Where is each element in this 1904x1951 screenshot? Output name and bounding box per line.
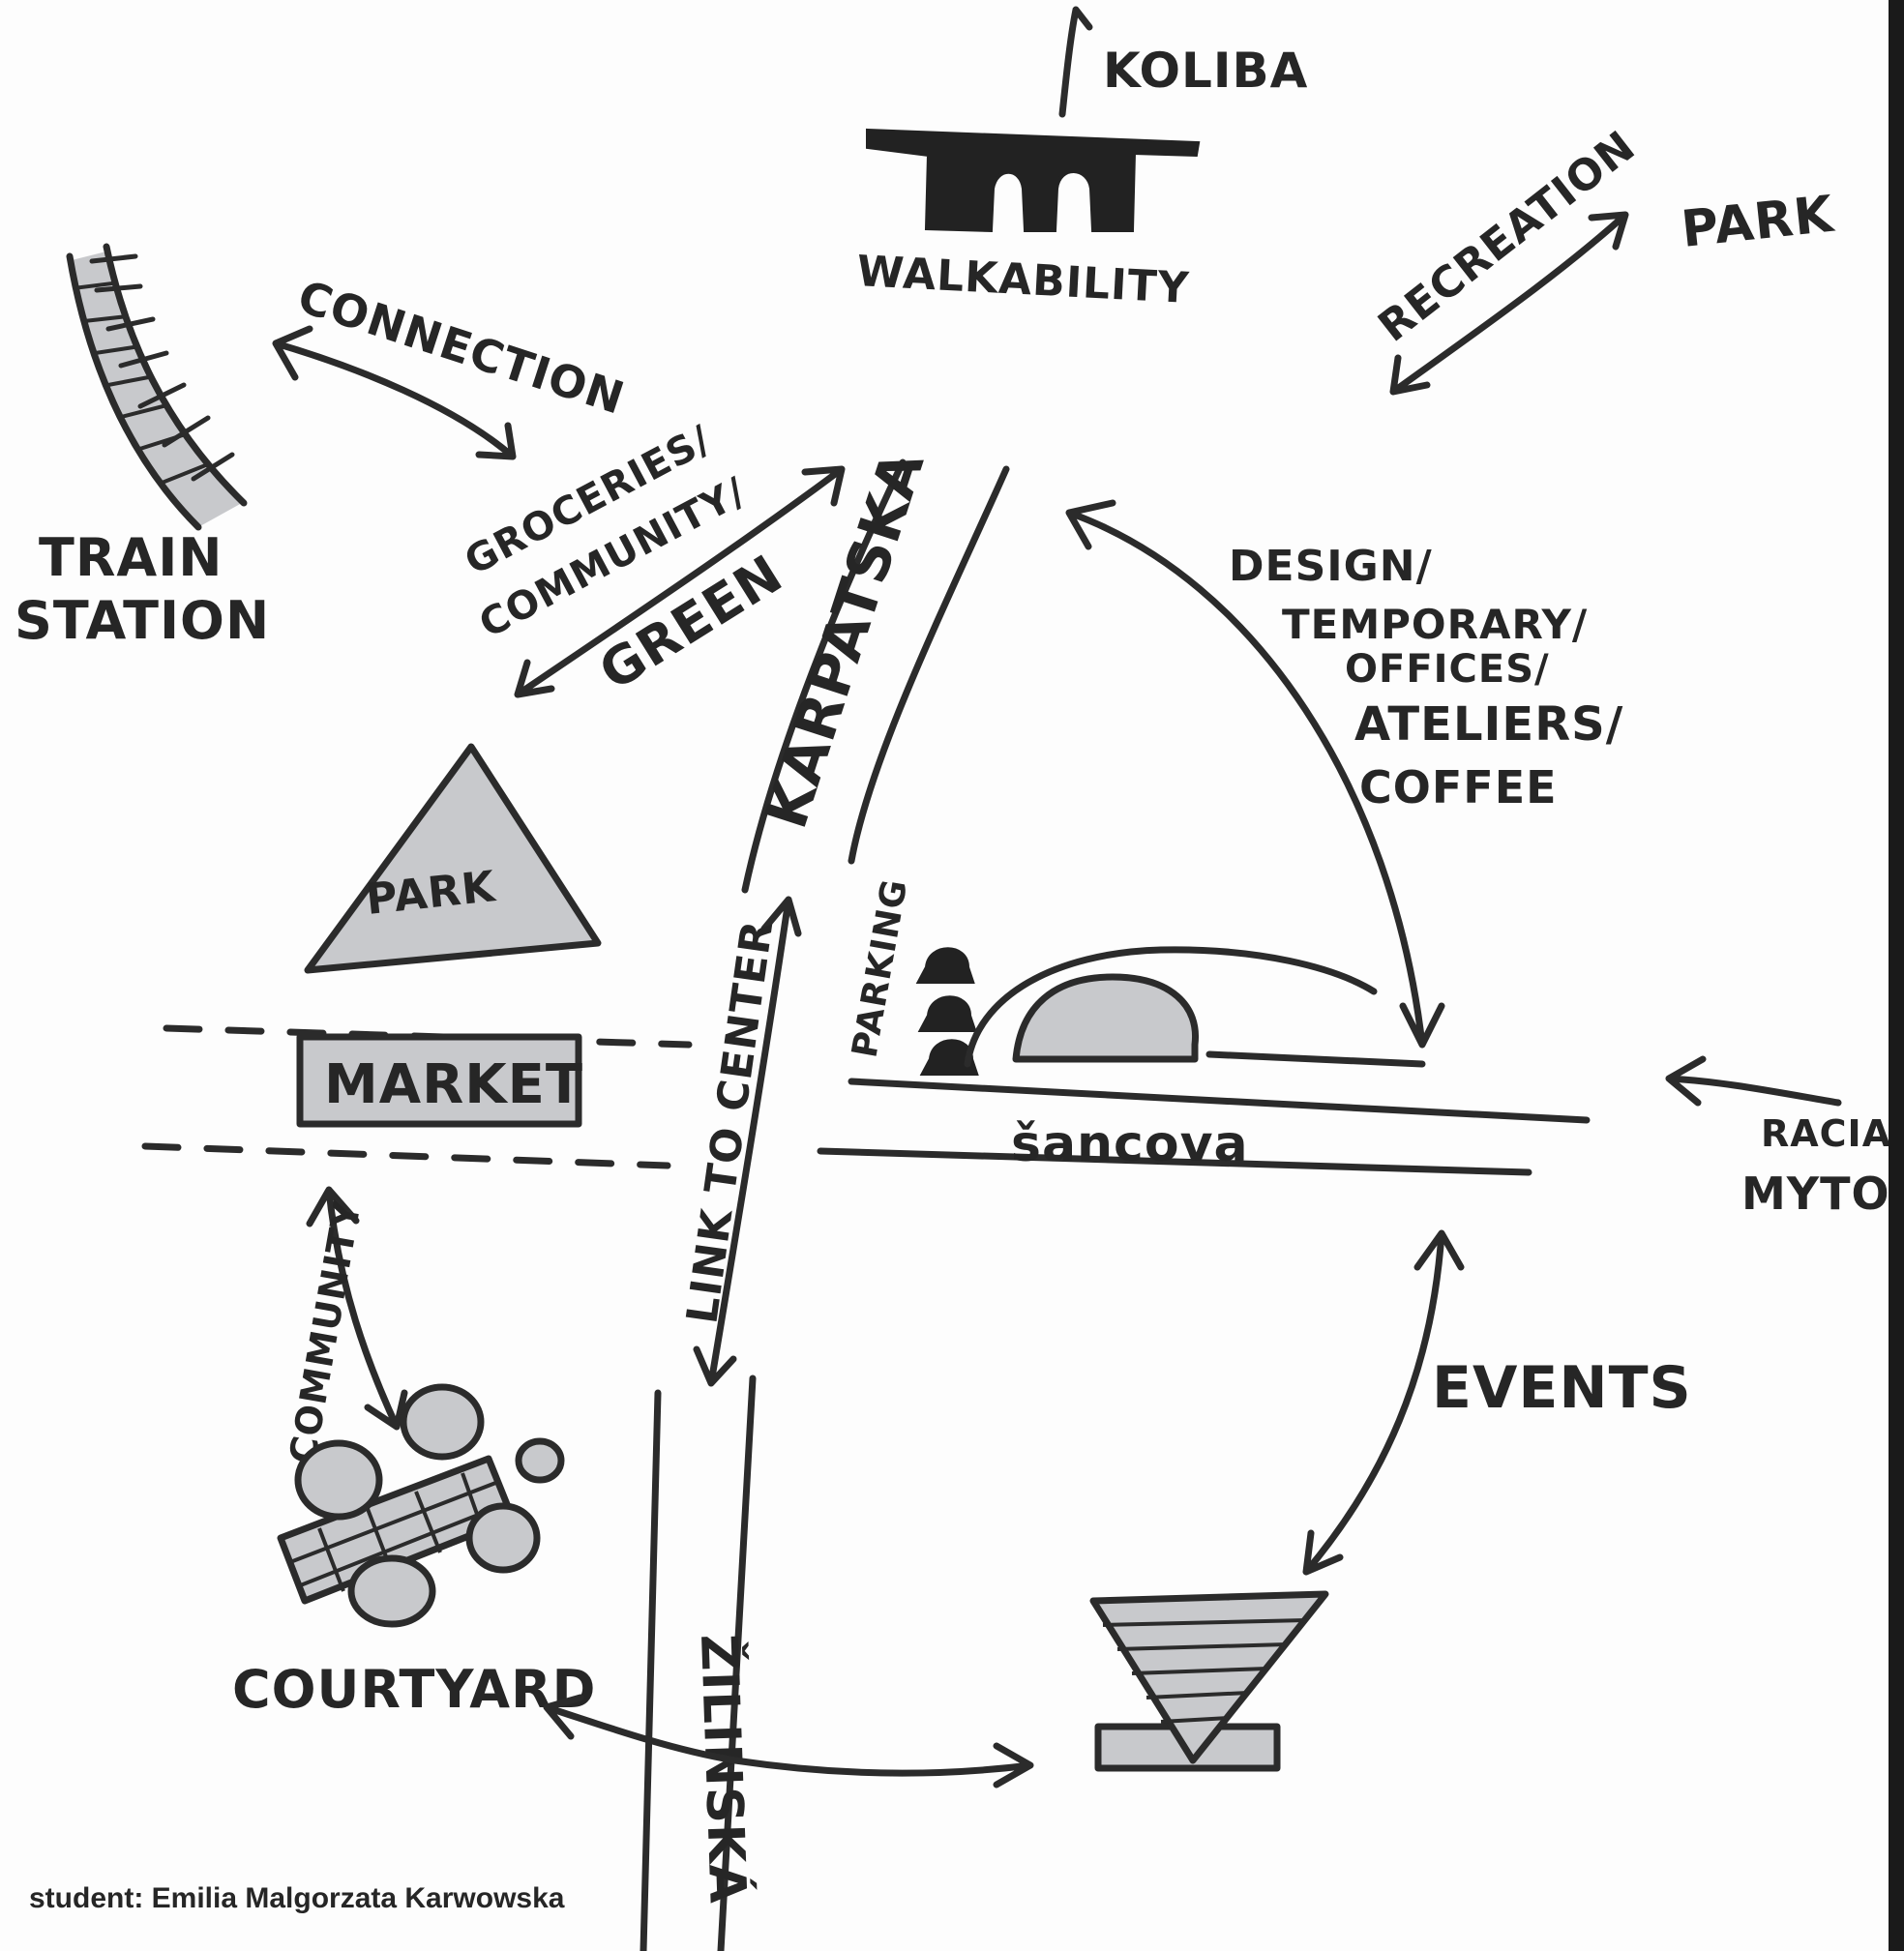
connection-arrow	[272, 325, 517, 460]
connection-label: CONNECTION	[292, 270, 632, 425]
recreation-arrow	[1389, 211, 1629, 396]
courtyard-link-arrow	[543, 1694, 1034, 1788]
offices-label: OFFICES/	[1345, 647, 1550, 692]
community-arrow	[306, 1186, 408, 1431]
link-to-center-arrow	[693, 896, 802, 1387]
market-block	[296, 1033, 582, 1128]
walkability-label: WALKABILITY	[855, 247, 1190, 313]
courtyard-label: COURTYARD	[232, 1659, 597, 1720]
building-blob	[1012, 973, 1200, 1063]
car-icons	[915, 947, 979, 1076]
park-top-label: PARK	[1679, 186, 1837, 259]
walkability-bridge-icon	[866, 128, 1201, 233]
image-edge-border	[1889, 0, 1904, 1951]
dashed-line-bottom	[141, 1142, 671, 1169]
koliba-label: KOLIBA	[1103, 43, 1308, 99]
train-track-icon	[66, 243, 248, 531]
student-credit: student: Emilia Malgorzata Karwowska	[29, 1882, 565, 1914]
zilinska-street-right	[717, 1375, 757, 1951]
events-arrow	[1302, 1229, 1465, 1576]
market-label: MARKET	[324, 1053, 583, 1116]
zilinska-street-left	[640, 1389, 662, 1951]
myto-label: MYTO	[1741, 1168, 1890, 1220]
events-label: EVENTS	[1432, 1354, 1692, 1422]
karpatska-label: KARPATSKA	[753, 442, 938, 836]
park-triangle	[304, 743, 602, 974]
train-label: TRAIN	[39, 527, 223, 588]
racianske-label: RACIANSKE	[1761, 1112, 1904, 1155]
coffee-label: COFFEE	[1359, 761, 1558, 813]
sancova-label: šancova	[1011, 1115, 1249, 1173]
koliba-arrow	[1058, 6, 1093, 118]
karpatska-street-right	[848, 465, 1010, 865]
racianske-arrow	[1665, 1055, 1842, 1107]
parking-label: PARKING	[845, 876, 915, 1061]
ateliers-label: ATELIERS/	[1354, 697, 1623, 752]
design-arc-arrow	[1065, 499, 1445, 1049]
sancova-street-top	[848, 1078, 1591, 1124]
sancova-street-bottom	[817, 1147, 1532, 1176]
parking-lot-outline	[964, 946, 1378, 1068]
temporary-label: TEMPORARY/	[1282, 601, 1588, 648]
zilinska-label: ŽILINSKÁ	[689, 1633, 758, 1905]
karpatska-street-left	[741, 458, 907, 894]
link-to-center-label: LINK TO CENTER	[677, 917, 783, 1327]
courtyard-icon	[277, 1383, 565, 1628]
amphitheatre-icon	[1089, 1590, 1329, 1772]
parking-lot-base	[1205, 1050, 1426, 1068]
green-arrow	[514, 465, 846, 698]
design-label: DESIGN/	[1229, 542, 1433, 591]
station-label: STATION	[15, 590, 270, 651]
